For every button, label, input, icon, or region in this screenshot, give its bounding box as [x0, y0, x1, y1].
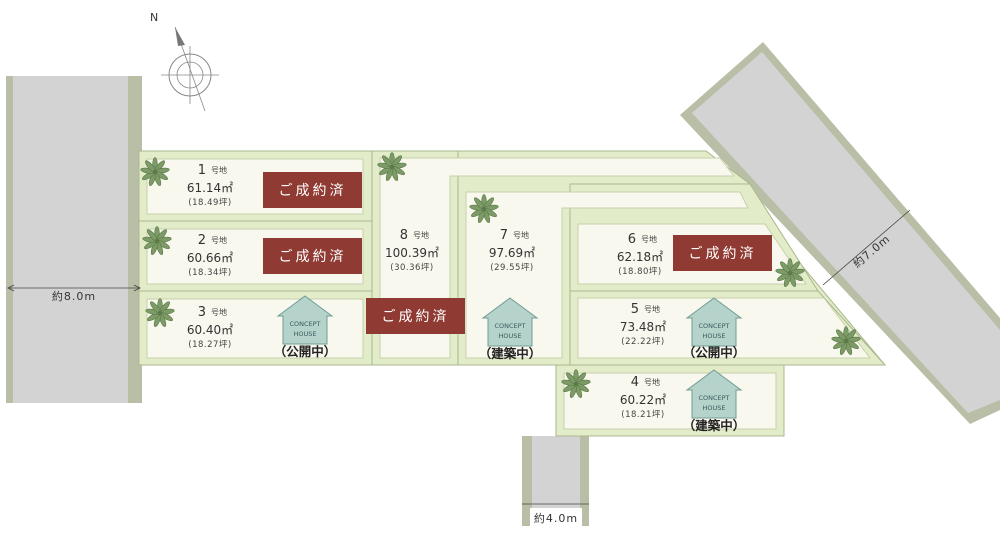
- east-road: [680, 42, 1000, 424]
- lot-area: 60.66㎡: [187, 251, 233, 265]
- plant-icon: [775, 258, 805, 287]
- sold-badge-label: ご成約済: [689, 246, 757, 262]
- house-label-2: HOUSE: [703, 332, 726, 340]
- lot-suffix: 号地: [211, 307, 227, 317]
- north-label: N: [150, 11, 158, 24]
- lot-area: 61.14㎡: [187, 181, 233, 195]
- sold-badge: ご成約済: [366, 298, 465, 334]
- lot-area: 97.69㎡: [489, 246, 535, 260]
- lot-tsubo: (18.49坪): [188, 198, 231, 208]
- lot-number: 1: [198, 163, 206, 178]
- lot-status: （公開中）: [274, 344, 337, 359]
- lot-suffix: 号地: [513, 230, 529, 240]
- concept-house-icon: CONCEPT HOUSE: [685, 369, 743, 419]
- sold-badge: ご成約済: [673, 235, 772, 271]
- lot-suffix: 号地: [644, 377, 660, 387]
- lot-3-label: 3 号地 60.40㎡ (18.27坪) CONCEPT HOUSE （公開中）: [187, 295, 337, 359]
- lot-7-panel: [465, 191, 749, 359]
- house-label-1: CONCEPT: [289, 320, 320, 328]
- sold-badge: ご成約済: [263, 172, 362, 208]
- lot-tsubo: (22.22坪): [621, 337, 664, 347]
- concept-house-icon: CONCEPT HOUSE: [481, 297, 539, 347]
- lot-tsubo: (18.80坪): [618, 267, 661, 277]
- lot-number: 7: [500, 228, 508, 243]
- lot-number: 8: [400, 228, 408, 243]
- lot-number: 6: [628, 232, 636, 247]
- house-label-1: CONCEPT: [698, 322, 729, 330]
- lot-area: 60.22㎡: [620, 393, 666, 407]
- west-road-width-label: 約8.0m: [52, 289, 96, 303]
- plant-icon: [561, 369, 591, 398]
- house-label-1: CONCEPT: [698, 394, 729, 402]
- house-label-1: CONCEPT: [494, 322, 525, 330]
- lot-7-label: 7 号地 97.69㎡ (29.55坪) CONCEPT HOUSE （建築中）: [479, 228, 542, 361]
- sold-badge-label: ご成約済: [279, 249, 347, 265]
- lot-1-label: 1 号地 61.14㎡ (18.49坪) ご成約済: [187, 163, 362, 208]
- plant-icon: [377, 152, 407, 181]
- lot-number: 4: [631, 375, 639, 390]
- lot-area: 73.48㎡: [620, 320, 666, 334]
- lot-tsubo: (18.34坪): [188, 268, 231, 278]
- lot-suffix: 号地: [644, 304, 660, 314]
- lot-number: 3: [198, 305, 206, 320]
- lot-status: （建築中）: [479, 346, 542, 361]
- plant-icon: [469, 194, 499, 223]
- west-road: [6, 76, 142, 403]
- south-road-width: 約4.0m: [522, 503, 589, 526]
- house-label-2: HOUSE: [703, 404, 726, 412]
- lot-suffix: 号地: [413, 230, 429, 240]
- concept-house-icon: CONCEPT HOUSE: [276, 295, 334, 345]
- lot-8-label: 8 号地 100.39㎡ (30.36坪) ご成約済: [366, 228, 465, 334]
- house-label-2: HOUSE: [499, 332, 522, 340]
- lot-status: （建築中）: [683, 418, 746, 433]
- lot-tsubo: (18.27坪): [188, 340, 231, 350]
- west-road-width: 約8.0m: [7, 284, 141, 303]
- lot-suffix: 号地: [211, 235, 227, 245]
- lot-suffix: 号地: [641, 234, 657, 244]
- lot-status: （公開中）: [683, 345, 746, 360]
- plant-icons: [140, 152, 861, 398]
- north-compass: N: [150, 11, 219, 112]
- lot-6-label: 6 号地 62.18㎡ (18.80坪) ご成約済: [617, 232, 772, 277]
- concept-house-icon: CONCEPT HOUSE: [685, 297, 743, 347]
- lot-tsubo: (29.55坪): [490, 263, 533, 273]
- lot-5-label: 5 号地 73.48㎡ (22.22坪) CONCEPT HOUSE （公開中）: [620, 297, 746, 360]
- lot-number: 5: [631, 302, 639, 317]
- sold-badge-label: ご成約済: [382, 309, 450, 325]
- lot-area: 100.39㎡: [385, 246, 439, 260]
- lot-tsubo: (18.21坪): [621, 410, 664, 420]
- lot-area: 62.18㎡: [617, 250, 663, 264]
- plant-icon: [145, 298, 175, 327]
- lot-2-label: 2 号地 60.66㎡ (18.34坪) ご成約済: [187, 233, 362, 278]
- lot-tsubo: (30.36坪): [390, 263, 433, 273]
- lot-suffix: 号地: [211, 165, 227, 175]
- lot-number: 2: [198, 233, 206, 248]
- plant-icon: [831, 326, 861, 355]
- lot-labels: 1 号地 61.14㎡ (18.49坪) ご成約済 2 号地 60.66㎡ (18.34坪) ご成…: [187, 163, 772, 433]
- house-label-2: HOUSE: [294, 330, 317, 338]
- lot-8-panel: [379, 157, 736, 359]
- lot-area: 60.40㎡: [187, 323, 233, 337]
- sold-badge: ご成約済: [263, 238, 362, 274]
- plant-icon: [142, 226, 172, 255]
- south-road-width-label: 約4.0m: [534, 511, 578, 525]
- plant-icon: [140, 157, 170, 186]
- lot-4-label: 4 号地 60.22㎡ (18.21坪) CONCEPT HOUSE （建築中）: [620, 369, 746, 433]
- lot-4-panel: [563, 372, 777, 430]
- sold-badge-label: ご成約済: [279, 183, 347, 199]
